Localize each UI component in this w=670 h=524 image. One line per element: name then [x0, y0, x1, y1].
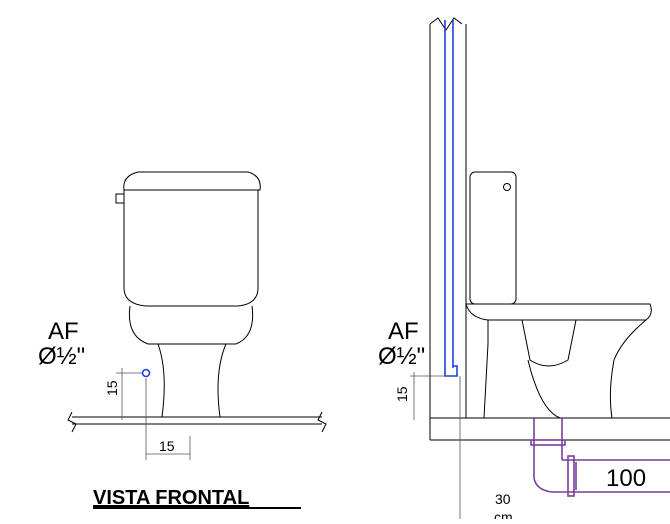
front-dim-offset: 15 [159, 438, 175, 454]
front-pipe-diameter: Ø½" [38, 343, 85, 370]
front-water-outlet [141, 368, 151, 378]
side-dim-unit: cm [494, 509, 513, 519]
front-toilet [115, 171, 261, 418]
front-dimensions [116, 368, 191, 460]
side-drain-diameter: 100 [606, 465, 646, 492]
side-dim-height: 15 [394, 386, 410, 402]
side-view [410, 17, 670, 519]
front-view-title: VISTA FRONTAL [93, 487, 249, 509]
front-dim-height: 15 [104, 380, 120, 396]
side-drain-pipe [530, 418, 670, 497]
side-pipe-label: AF [388, 318, 419, 345]
side-dim-distance: 30 [495, 491, 511, 507]
side-toilet [465, 171, 652, 419]
side-pipe-diameter: Ø½" [378, 343, 425, 370]
side-dimensions [410, 372, 461, 519]
front-view [67, 171, 327, 460]
side-water-pipe [444, 20, 458, 377]
front-pipe-label: AF [48, 318, 79, 345]
front-floor [67, 411, 327, 433]
